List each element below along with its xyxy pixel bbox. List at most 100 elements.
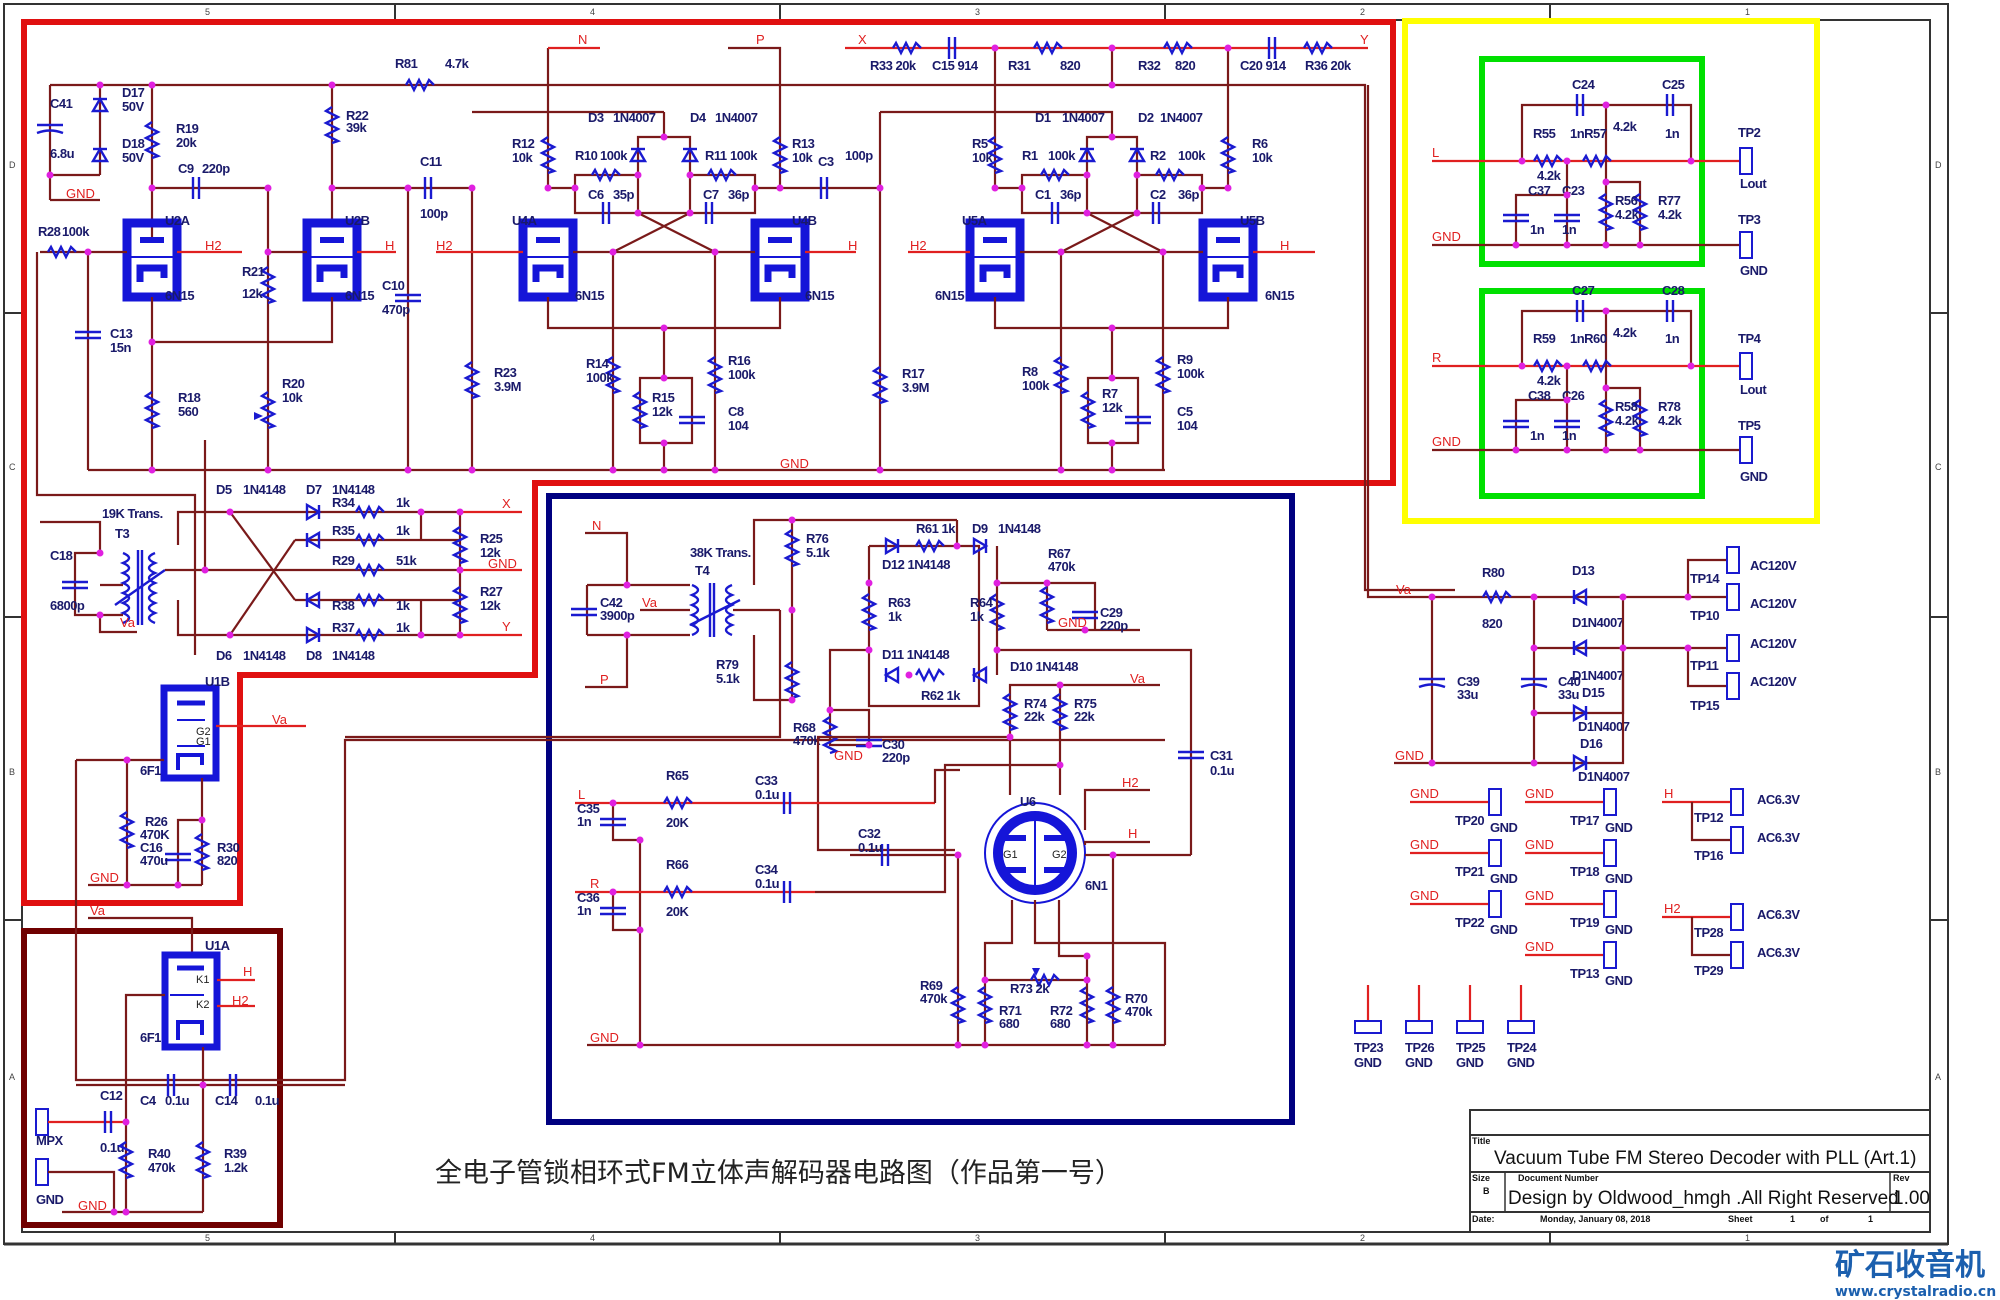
value-c39: 33u	[1457, 687, 1478, 702]
testpoint-tp2[interactable]	[1739, 147, 1753, 175]
ref-r5: R5	[972, 136, 988, 151]
testpoint-tp14[interactable]	[1726, 546, 1740, 574]
testpoint-tp28-ref: TP28	[1694, 925, 1723, 940]
net-h2: H2	[205, 238, 222, 253]
testpoint-tp11[interactable]	[1726, 634, 1740, 662]
junction-dot	[865, 646, 873, 654]
junction-dot	[1530, 759, 1538, 767]
ref-r81: R81	[395, 56, 418, 71]
testpoint-tp26[interactable]	[1405, 1020, 1433, 1034]
junction-dot	[660, 324, 668, 332]
testpoint-tp29[interactable]	[1730, 941, 1744, 969]
junction-dot	[46, 171, 54, 179]
junction-dot	[1518, 157, 1526, 165]
junction-dot	[148, 184, 156, 192]
junction-dot	[1043, 579, 1051, 587]
ref-r17: R17	[902, 366, 925, 381]
connector-mpx[interactable]	[35, 1108, 49, 1136]
junction-dot	[981, 976, 989, 984]
net-va: Va	[1396, 582, 1412, 597]
testpoint-tp24[interactable]	[1507, 1020, 1535, 1034]
stage-power-supply: Va R80 820 D13 D1N4007 C39 33u C40 33u D…	[1366, 85, 1797, 784]
testpoint-tp19[interactable]	[1603, 890, 1617, 918]
junction-dot	[1563, 396, 1571, 404]
junction-dot	[1684, 644, 1692, 652]
junction-dot	[404, 184, 412, 192]
value-c12: 0.1u	[100, 1140, 125, 1155]
value-r68: 470k	[793, 733, 821, 748]
testpoint-tp26-label: GND	[1405, 1055, 1433, 1070]
value-r70: 470k	[1125, 1004, 1153, 1019]
junction-dot	[993, 579, 1001, 587]
testpoint-tp13-ref: TP13	[1570, 966, 1599, 981]
ref-c10: C10	[382, 278, 405, 293]
testpoint-tp4-label: Lout	[1740, 382, 1767, 397]
value-c7: 36p	[728, 187, 749, 202]
testpoint-tp28[interactable]	[1730, 903, 1744, 931]
ref-r61: R61 1k	[916, 521, 956, 536]
testpoint-tp3[interactable]	[1739, 231, 1753, 259]
testpoint-tp3-label: GND	[1740, 263, 1768, 278]
testpoint-tp22[interactable]	[1488, 890, 1502, 918]
value-r75: 22k	[1074, 709, 1095, 724]
testpoint-tp18[interactable]	[1603, 839, 1617, 867]
testpoint-tp28-label: AC6.3V	[1757, 907, 1800, 922]
junction-dot	[993, 646, 1001, 654]
value-d15: D1N4007	[1578, 719, 1630, 734]
junction-dot	[1563, 157, 1571, 165]
row-label: C	[1935, 462, 1942, 472]
value-r71: 680	[999, 1016, 1019, 1031]
testpoint-tp5[interactable]	[1739, 436, 1753, 464]
sheet-number: 1	[1790, 1214, 1795, 1224]
value-r38: 1k	[396, 598, 411, 613]
testpoint-tp17[interactable]	[1603, 788, 1617, 816]
ref-d7: D7	[306, 482, 322, 497]
testpoint-tp23[interactable]	[1354, 1020, 1382, 1034]
net-gnd: GND	[590, 1030, 619, 1045]
testpoint-tp13[interactable]	[1603, 941, 1617, 969]
testpoint-tp10[interactable]	[1726, 583, 1740, 611]
value-r7: 12k	[1102, 400, 1123, 415]
value-r56: 4.2k	[1615, 207, 1640, 222]
testpoint-tp21[interactable]	[1488, 839, 1502, 867]
testpoint-tp12[interactable]	[1730, 788, 1744, 816]
stage-output-filters: L GND C24 C25 R55 1nR57 4.2k 1n 4.2k C37…	[1432, 77, 1768, 484]
net-y: Y	[502, 619, 511, 634]
testpoint-tp16[interactable]	[1730, 826, 1744, 854]
ref-d13: D13	[1572, 563, 1595, 578]
net-h: H	[1280, 238, 1289, 253]
testpoint-tp22-ref: TP22	[1455, 915, 1484, 930]
junction-dot	[1056, 761, 1064, 769]
junction-dot	[686, 171, 694, 179]
transformer-t4	[688, 583, 741, 637]
connector-gnd[interactable]	[35, 1158, 49, 1186]
ref-r58: R58	[1615, 399, 1638, 414]
ref-r25: R25	[480, 531, 503, 546]
net-n: N	[578, 32, 587, 47]
value-r30: 820	[217, 853, 237, 868]
net-gnd: GND	[1410, 888, 1439, 903]
ref-t4: T4	[695, 563, 710, 578]
value-r21: 12k	[242, 286, 263, 301]
junction-dot	[226, 508, 234, 516]
net-va: Va	[272, 712, 288, 727]
junction-dot	[148, 466, 156, 474]
value-r20: 10k	[282, 390, 303, 405]
ref-c32: C32	[858, 826, 881, 841]
sheet-of-label: of	[1820, 1214, 1829, 1224]
value-c5: 104	[1177, 418, 1198, 433]
value-r16: 100k	[728, 367, 756, 382]
testpoint-tp4[interactable]	[1739, 352, 1753, 380]
ref-d1: D1	[1035, 110, 1051, 125]
value-r63: 1k	[888, 609, 903, 624]
testpoint-tp15[interactable]	[1726, 672, 1740, 700]
testpoint-tp2-ref: TP2	[1738, 125, 1761, 140]
junction-dot	[123, 756, 131, 764]
testpoint-tp20[interactable]	[1488, 788, 1502, 816]
testpoint-tp25[interactable]	[1456, 1020, 1484, 1034]
junction-dot	[953, 542, 961, 550]
junction-dot	[776, 184, 784, 192]
junction-dot	[623, 631, 631, 639]
testpoint-tp21-ref: TP21	[1455, 864, 1484, 879]
